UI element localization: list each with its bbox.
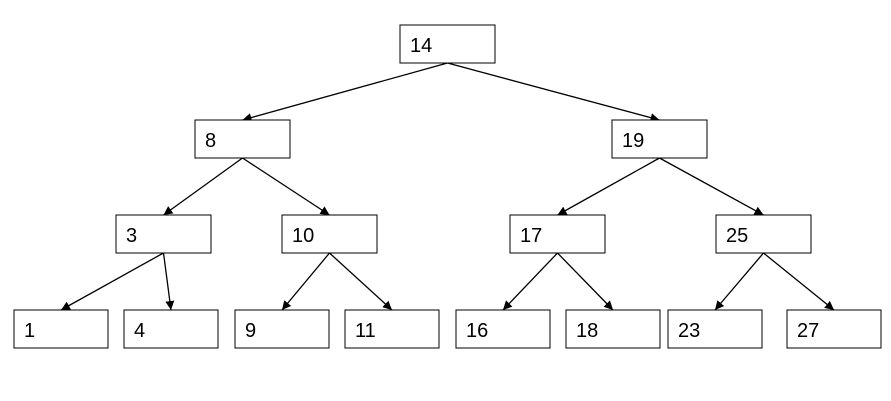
edge-n17-n16 [502,252,558,311]
node-box [399,24,496,64]
tree-node-1: 1 [13,309,109,349]
node-label: 16 [466,320,488,342]
tree-node-10: 10 [281,214,378,254]
node-label: 27 [797,320,819,342]
node-box [194,119,291,159]
node-box [344,309,440,349]
edge-n10-n9 [281,252,330,311]
edge-n3-n4 [162,252,175,311]
node-label: 11 [355,320,376,342]
node-label: 23 [678,320,700,342]
node-box [115,214,212,254]
tree-edges [60,62,835,311]
node-box [13,309,109,349]
tree-node-17: 17 [509,214,606,254]
edge-n19-n17 [557,157,660,216]
tree-node-27: 27 [786,309,882,349]
tree-node-18: 18 [565,309,661,349]
tree-node-9: 9 [234,309,330,349]
node-label: 9 [245,320,256,342]
edge-n14-n8 [242,62,448,122]
node-box [455,309,551,349]
edge-n17-n18 [557,252,614,311]
node-label: 3 [126,225,137,247]
node-box [565,309,661,349]
tree-node-3: 3 [115,214,212,254]
node-box [715,214,812,254]
tree-node-19: 19 [611,119,708,159]
node-label: 1 [24,320,35,342]
edge-n8-n3 [163,157,243,216]
node-label: 19 [622,130,644,152]
node-box [234,309,330,349]
node-label: 17 [520,225,542,247]
tree-node-8: 8 [194,119,291,159]
node-label: 8 [205,130,216,152]
edge-n10-n11 [329,252,393,311]
edge-n19-n25 [659,157,764,216]
edge-n25-n27 [763,252,835,311]
node-box [281,214,378,254]
tree-node-4: 4 [123,309,219,349]
node-box [611,119,708,159]
node-box [509,214,606,254]
tree-node-25: 25 [715,214,812,254]
edge-n25-n23 [714,252,764,311]
tree-node-23: 23 [667,309,763,349]
node-label: 10 [292,225,314,247]
edge-n3-n1 [60,252,164,311]
tree-node-14: 14 [399,24,496,64]
node-label: 4 [134,320,145,342]
node-box [786,309,882,349]
tree-node-16: 16 [455,309,551,349]
edge-n14-n19 [447,62,660,123]
node-label: 25 [726,225,748,247]
node-box [123,309,219,349]
edge-n8-n10 [242,157,330,216]
tree-node-11: 11 [344,309,440,349]
node-label: 14 [410,35,432,57]
node-label: 18 [576,320,598,342]
node-box [667,309,763,349]
